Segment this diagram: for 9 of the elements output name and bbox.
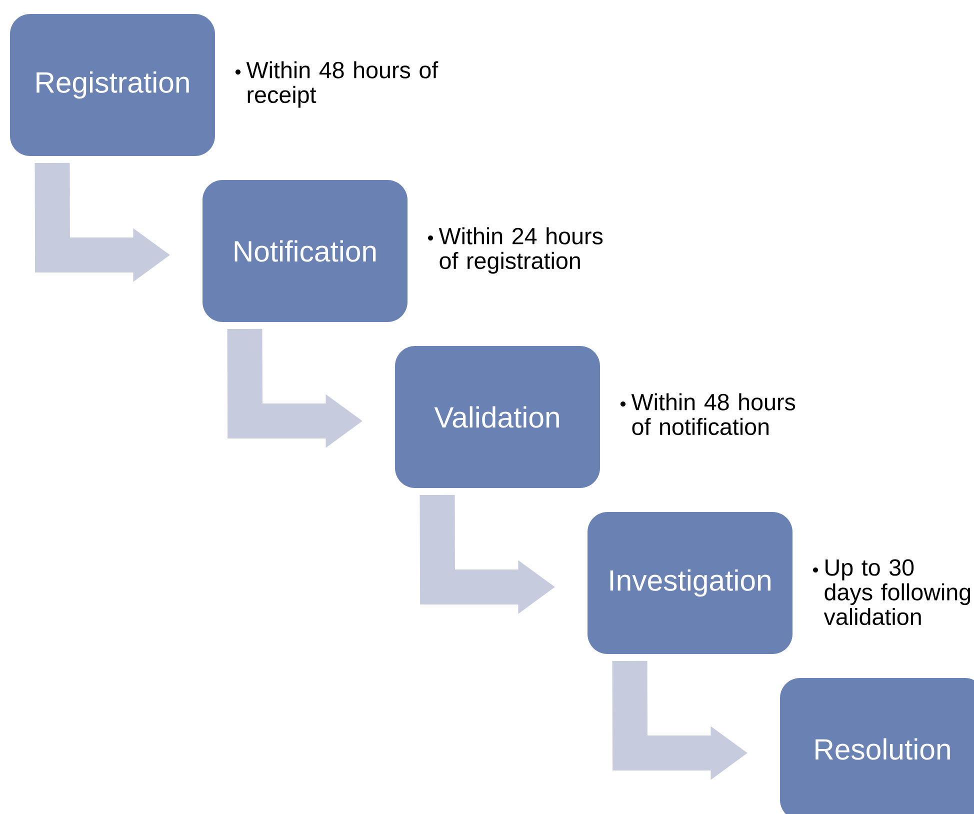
bullet-text: Within 48 hours of receipt: [246, 61, 438, 108]
bullet-text: Within 48 hours of notification: [631, 393, 796, 436]
process-box: Notification: [202, 180, 408, 322]
process-box: Investigation: [588, 512, 792, 654]
bullet-text: Up to 30 days following validation: [824, 559, 970, 626]
process-box: Resolution: [780, 678, 974, 814]
process-box: Registration: [10, 14, 215, 156]
bullet-text: Within 24 hours of registration: [438, 227, 603, 274]
process-box: Validation: [395, 346, 600, 488]
